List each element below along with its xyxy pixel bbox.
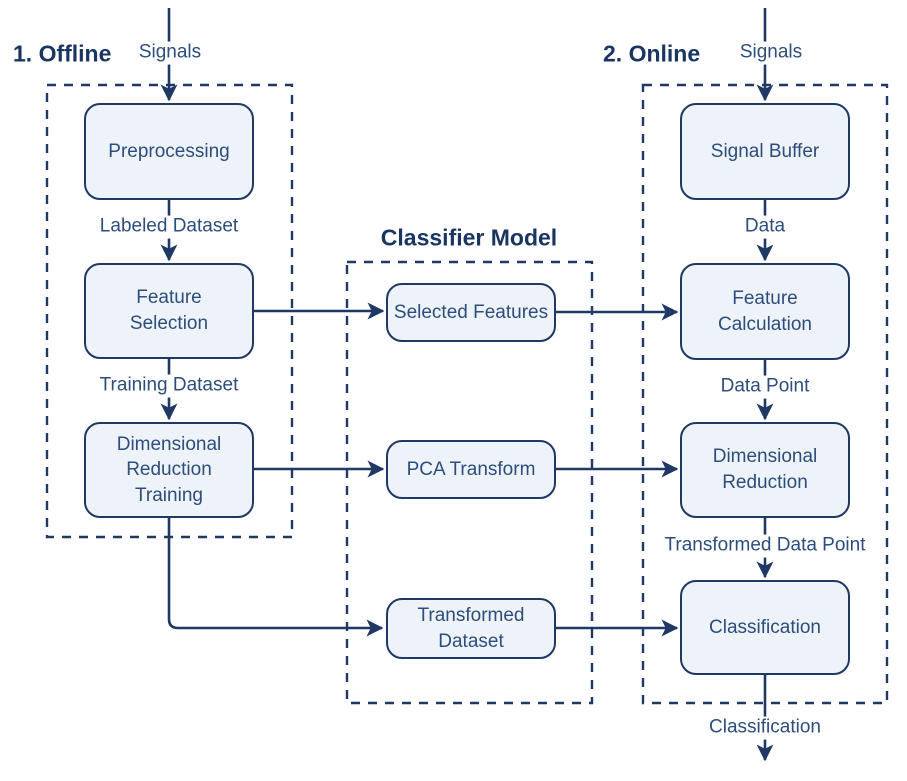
section-title-offline: 1. Offline (13, 40, 112, 68)
edge-label-labeled-dataset: Labeled Dataset (94, 215, 244, 239)
node-preprocessing: Preprocessing (84, 103, 254, 200)
edge-label-training-dataset: Training Dataset (94, 374, 244, 398)
edge-label-data: Data (739, 215, 791, 239)
node-dimensional-reduction-training: Dimensional Reduction Training (84, 422, 254, 518)
classifier-model-dashed-container (345, 260, 594, 705)
node-dimensional-reduction: Dimensional Reduction (680, 422, 850, 518)
section-title-online: 2. Online (603, 40, 701, 68)
edge-dimensional-reduction-training-to-transformed-dataset (167, 518, 384, 637)
edge-label-transformed-data-point: Transformed Data Point (659, 534, 871, 558)
node-pca-transform: PCA Transform (386, 440, 556, 499)
node-classification: Classification (680, 580, 850, 675)
edge-label-classification-output: Classification (704, 716, 826, 740)
node-selected-features: Selected Features (386, 283, 556, 342)
edge-label-signals-online: Signals (734, 41, 808, 65)
edge-label-data-point: Data Point (715, 375, 815, 399)
node-signal-buffer: Signal Buffer (680, 103, 850, 200)
node-feature-calculation: Feature Calculation (680, 263, 850, 360)
section-title-classifier-model: Classifier Model (380, 224, 558, 252)
node-feature-selection: Feature Selection (84, 263, 254, 359)
edge-label-signals-offline: Signals (133, 41, 207, 65)
node-transformed-dataset: Transformed Dataset (386, 598, 556, 659)
